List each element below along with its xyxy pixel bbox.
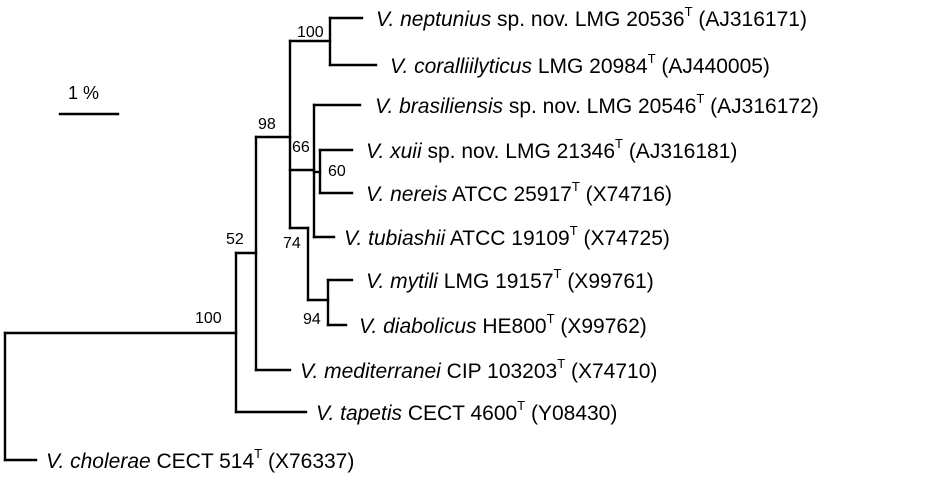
taxon-accession: (X74725) [578, 227, 670, 250]
taxon-label-mediterranei: V. mediterranei CIP 103203T (X74710) [300, 356, 657, 383]
scale-bar: 1 % [58, 83, 120, 116]
taxon-strain: LMG 19157 [438, 270, 554, 293]
taxon-species: V. cholerae [46, 450, 151, 473]
taxon-strain: ATCC 25917 [447, 183, 572, 206]
taxon-label-diabolicus: V. diabolicus HE800T (X99762) [359, 311, 647, 338]
taxon-type-mark: T [554, 266, 562, 281]
taxon-label-tubiashii: V. tubiashii ATCC 19109T (X74725) [344, 223, 670, 250]
taxon-label-nereis: V. nereis ATCC 25917T (X74716) [366, 179, 672, 206]
taxon-strain: LMG 20984 [532, 55, 648, 78]
bootstrap-98: 98 [258, 116, 276, 133]
taxon-type-mark: T [254, 446, 262, 461]
taxon-accession: (AJ316181) [623, 140, 737, 163]
taxon-label-coralliilyticus: V. coralliilyticus LMG 20984T (AJ440005) [390, 51, 770, 78]
taxon-accession: (X74716) [580, 183, 672, 206]
taxon-species: V. mediterranei [300, 360, 442, 383]
bootstrap-100-top: 100 [297, 24, 324, 41]
taxon-accession: (X74710) [565, 360, 657, 383]
taxon-type-mark: T [572, 179, 580, 194]
taxon-accession: (AJ440005) [656, 55, 770, 78]
taxon-strain: HE800 [477, 315, 547, 338]
bootstrap-74: 74 [283, 235, 301, 252]
taxon-species: V. coralliilyticus [390, 55, 532, 78]
taxon-species: V. diabolicus [359, 315, 477, 338]
scale-bar-label: 1 % [68, 83, 99, 103]
taxon-strain: ATCC 19109 [445, 227, 570, 250]
taxon-strain: sp. nov. LMG 20536 [491, 8, 684, 31]
taxon-strain: CIP 103203 [441, 360, 557, 383]
taxon-label-mytili: V. mytili LMG 19157T (X99761) [366, 266, 654, 293]
bootstrap-94: 94 [303, 311, 321, 328]
taxon-type-mark: T [517, 398, 525, 413]
taxon-species: V. tubiashii [344, 227, 446, 250]
taxon-accession: (X76337) [262, 450, 354, 473]
taxon-accession: (AJ316171) [693, 8, 807, 31]
taxon-accession: (X99762) [555, 315, 647, 338]
bootstrap-66: 66 [292, 139, 310, 156]
taxon-strain: CECT 4600 [402, 402, 517, 425]
taxon-strain: sp. nov. LMG 21346 [422, 140, 615, 163]
bootstrap-values: 100 98 66 60 74 94 52 100 [195, 24, 346, 328]
taxon-label-xuii: V. xuii sp. nov. LMG 21346T (AJ316181) [366, 136, 737, 163]
taxon-type-mark: T [685, 4, 693, 19]
taxon-label-cholerae: V. cholerae CECT 514T (X76337) [46, 446, 354, 473]
taxon-type-mark: T [615, 136, 623, 151]
taxon-accession: (Y08430) [525, 402, 617, 425]
taxon-species: V. tapetis [316, 402, 402, 425]
taxon-type-mark: T [547, 311, 555, 326]
taxon-label-neptunius: V. neptunius sp. nov. LMG 20536T (AJ3161… [376, 4, 807, 31]
taxon-labels: V. neptunius sp. nov. LMG 20536T (AJ3161… [46, 4, 819, 473]
taxon-type-mark: T [570, 223, 578, 238]
taxon-species: V. mytili [366, 270, 439, 293]
taxon-species: V. brasiliensis [375, 95, 503, 118]
taxon-species: V. nereis [366, 183, 448, 206]
taxon-strain: CECT 514 [151, 450, 255, 473]
taxon-accession: (AJ316172) [704, 95, 818, 118]
taxon-type-mark: T [696, 91, 704, 106]
taxon-species: V. neptunius [376, 8, 492, 31]
taxon-type-mark: T [557, 356, 565, 371]
taxon-label-tapetis: V. tapetis CECT 4600T (Y08430) [316, 398, 617, 425]
bootstrap-60: 60 [328, 163, 346, 180]
taxon-accession: (X99761) [561, 270, 653, 293]
bootstrap-100-base: 100 [195, 310, 222, 327]
taxon-species: V. xuii [366, 140, 423, 163]
taxon-strain: sp. nov. LMG 20546 [503, 95, 696, 118]
taxon-label-brasiliensis: V. brasiliensis sp. nov. LMG 20546T (AJ3… [375, 91, 819, 118]
bootstrap-52: 52 [226, 231, 244, 248]
tree-branches [3, 16, 378, 462]
taxon-type-mark: T [648, 51, 656, 66]
